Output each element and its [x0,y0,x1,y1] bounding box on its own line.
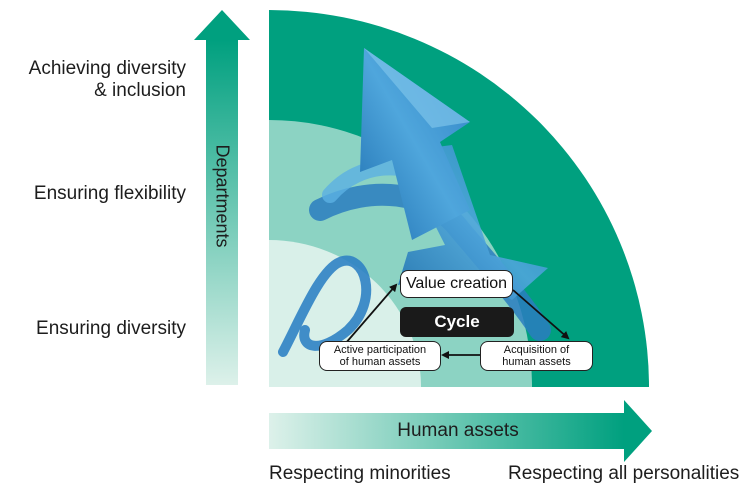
x-level-label-right: Respecting all personalities [508,463,740,484]
horizontal-axis-label: Human assets [397,420,519,441]
value-creation-box: Value creation [400,270,513,298]
vertical-axis-arrow [194,10,250,385]
level-label-top: Achieving diversity & inclusion [28,58,186,101]
cycle-connectors [344,283,570,359]
vertical-axis-label: Departments [212,144,233,248]
cycle-center-box: Cycle [400,307,514,337]
x-level-label-left: Respecting minorities [269,463,451,484]
level-label-middle: Ensuring flexibility [33,183,186,204]
active-participation-box: Active participation of human assets [319,341,441,371]
level-label-bottom: Ensuring diversity [36,318,186,339]
acquisition-box: Acquisition of human assets [480,341,593,371]
horizontal-axis-arrow [269,400,652,462]
growth-spiral-arrow [278,48,551,357]
